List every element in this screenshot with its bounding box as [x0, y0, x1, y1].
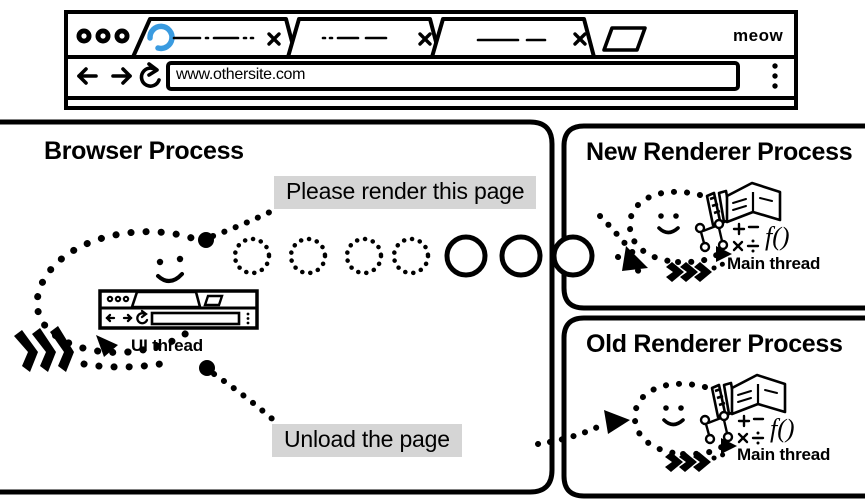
molecule-tree-icon [694, 218, 729, 253]
queue-slot-filled [551, 234, 595, 278]
old-renderer-process-panel [561, 315, 865, 499]
forward-arrow-icon[interactable] [111, 67, 132, 85]
browser-process-panel [0, 119, 555, 495]
arrow-head [604, 410, 630, 434]
task-queue-circles [232, 234, 595, 278]
queue-slot-filled [499, 234, 543, 278]
new-tab-icon[interactable] [602, 26, 647, 52]
old-renderer-main-thread-label: Main thread [737, 445, 831, 464]
smiley-face-icon [662, 405, 685, 427]
old-renderer-thread-illustration: f() [631, 373, 795, 472]
render-message-label: Please render this page [274, 176, 537, 209]
unload-message-label: Unload the page [272, 424, 462, 457]
open-book-icon [725, 181, 782, 224]
new-renderer-process-title: New Renderer Process [586, 138, 853, 166]
close-icon[interactable] [267, 32, 281, 46]
ui-thread-illustration [14, 228, 259, 372]
address-bar[interactable] [166, 61, 740, 91]
new-renderer-thread-illustration: f() [615, 181, 790, 282]
smiley-face-icon [156, 255, 184, 283]
queue-slot-pending [288, 236, 328, 276]
molecule-tree-icon [699, 410, 734, 445]
kebab-menu-icon[interactable] [772, 63, 778, 89]
queue-slot-pending [344, 236, 384, 276]
queue-slot-filled [444, 234, 488, 278]
address-bar-url[interactable]: www.othersite.com [176, 66, 306, 83]
queue-slot-pending [232, 236, 272, 276]
math-symbols-icon [732, 222, 760, 253]
svg-text:f(): f() [770, 414, 795, 443]
chevron-burst-icon [14, 326, 74, 372]
chevron-burst-icon [665, 452, 711, 472]
close-icon[interactable] [418, 32, 432, 46]
tab-second[interactable] [286, 17, 442, 59]
tab-third[interactable] [430, 17, 596, 59]
svg-text:f(): f() [765, 222, 790, 251]
reload-icon[interactable] [139, 62, 161, 88]
window-controls[interactable] [76, 28, 130, 44]
back-arrow-icon[interactable] [77, 67, 98, 85]
render-message-arrow [198, 205, 648, 271]
browser-process-title: Browser Process [44, 137, 244, 165]
close-icon[interactable] [573, 32, 587, 46]
queue-slot-pending [391, 236, 431, 276]
browser-window[interactable] [64, 10, 798, 110]
tab-active[interactable] [131, 17, 298, 59]
old-renderer-process-title: Old Renderer Process [586, 330, 843, 358]
new-renderer-main-thread-label: Main thread [727, 254, 821, 273]
open-book-icon [730, 373, 787, 416]
chevron-burst-icon [666, 262, 712, 282]
math-symbols-icon [737, 414, 765, 445]
function-fx-icon: f() [765, 222, 790, 251]
tab-loading-spinner-icon [147, 23, 175, 52]
unload-message-arrow [199, 360, 630, 447]
browser-window-icon [98, 289, 259, 330]
arrow-origin-dot [199, 360, 215, 376]
function-fx-icon: f() [770, 414, 795, 443]
smiley-face-icon [657, 213, 680, 235]
browser-brand-label: meow [733, 26, 784, 45]
ui-thread-label: UI thread [131, 336, 203, 355]
